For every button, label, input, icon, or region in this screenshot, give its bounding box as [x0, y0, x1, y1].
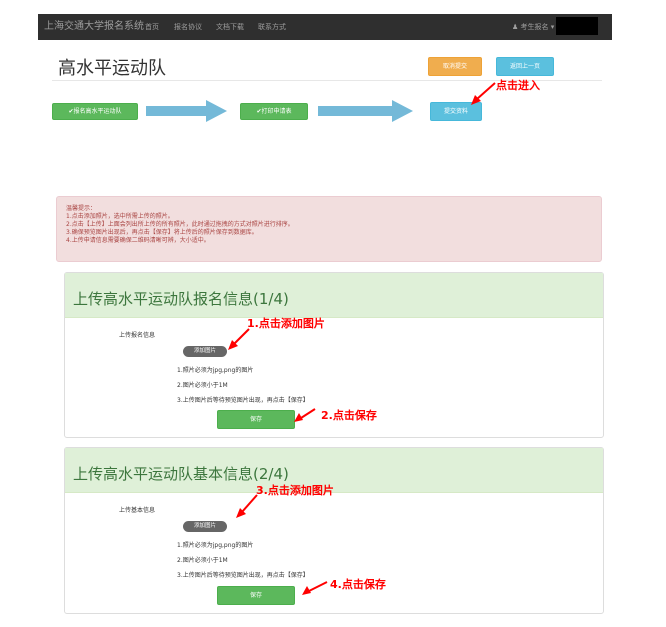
annotation-arrow-icon: [471, 82, 496, 105]
notice-line: 1.点击添加照片，选中所需上传的照片。: [66, 213, 174, 220]
brand-link[interactable]: 上海交通大学报名系统: [44, 21, 144, 32]
step-register[interactable]: ✔报名高水平运动队: [52, 103, 138, 120]
step-arrow-icon: [146, 100, 227, 122]
nav-link-agreement[interactable]: 报名协议: [174, 23, 202, 31]
field-label: 上传报名信息: [119, 332, 156, 339]
annotation-click-enter: 点击进入: [496, 79, 540, 92]
user-menu[interactable]: ♟ 考生报名 ▾: [512, 23, 555, 31]
nav-link-home[interactable]: 首页: [145, 23, 159, 31]
notice-line: 2.点击【上传】上面会列出所上传的所有照片，此时通过拖拽的方式对照片进行排序。: [66, 221, 294, 228]
save-button[interactable]: 保存: [217, 586, 295, 605]
add-image-button[interactable]: 添加图片: [183, 521, 227, 532]
annotation-step-2: 2.点击保存: [321, 409, 377, 422]
nav-link-downloads[interactable]: 文档下载: [216, 23, 244, 31]
annotation-arrow-icon: [294, 408, 316, 422]
upload-note: 3.上传图片后等待预览图片出现，再点击【保存】: [177, 397, 309, 404]
panel-header: 上传高水平运动队基本信息(2/4): [65, 448, 603, 493]
annotation-step-3: 3.点击添加图片: [256, 484, 334, 497]
upload-note: 1.照片必须为jpg,png的图片: [177, 542, 254, 549]
step-submit-materials[interactable]: 提交资料: [430, 102, 482, 121]
upload-note: 2.图片必须小于1M: [177, 382, 228, 389]
panel-title: 上传高水平运动队基本信息(2/4): [73, 465, 289, 483]
upload-panel-registration: 上传高水平运动队报名信息(1/4) 上传报名信息 添加图片 1.照片必须为jpg…: [64, 272, 604, 438]
page-title: 高水平运动队: [58, 58, 166, 79]
notice-alert: [56, 196, 602, 262]
annotation-step-1: 1.点击添加图片: [247, 317, 325, 330]
back-button[interactable]: 返回上一页: [496, 57, 554, 76]
upload-note: 1.照片必须为jpg,png的图片: [177, 367, 254, 374]
upload-note: 3.上传图片后等待预览图片出现，再点击【保存】: [177, 572, 309, 579]
annotation-arrow-icon: [236, 494, 258, 518]
nav-link-contact[interactable]: 联系方式: [258, 23, 286, 31]
divider: [52, 80, 602, 81]
notice-line: 3.确保预览图片出现后，再点击【保存】将上传后的照片保存到数据库。: [66, 229, 258, 236]
step-print[interactable]: ✔打印申请表: [240, 103, 308, 120]
panel-title: 上传高水平运动队报名信息(1/4): [73, 290, 289, 308]
upload-panel-basic-info: 上传高水平运动队基本信息(2/4) 上传基本信息 添加图片 1.照片必须为jpg…: [64, 447, 604, 614]
notice-line: 4.上传申请信息需要确保二维码清晰可辨，大小适中。: [66, 237, 210, 244]
cancel-submit-button[interactable]: 取消提交: [428, 57, 482, 76]
annotation-step-4: 4.点击保存: [330, 578, 386, 591]
annotation-arrow-icon: [302, 581, 328, 595]
upload-note: 2.图片必须小于1M: [177, 557, 228, 564]
panel-header: 上传高水平运动队报名信息(1/4): [65, 273, 603, 318]
top-navbar: 上海交通大学报名系统 首页 报名协议 文档下载 联系方式 ♟ 考生报名 ▾: [38, 14, 612, 40]
step-arrow-icon: [318, 100, 413, 122]
add-image-button[interactable]: 添加图片: [183, 346, 227, 357]
redacted-box: [556, 17, 598, 35]
notice-line: 温馨提示：: [66, 205, 97, 212]
field-label: 上传基本信息: [119, 507, 156, 514]
annotation-arrow-icon: [228, 328, 250, 350]
save-button[interactable]: 保存: [217, 410, 295, 429]
